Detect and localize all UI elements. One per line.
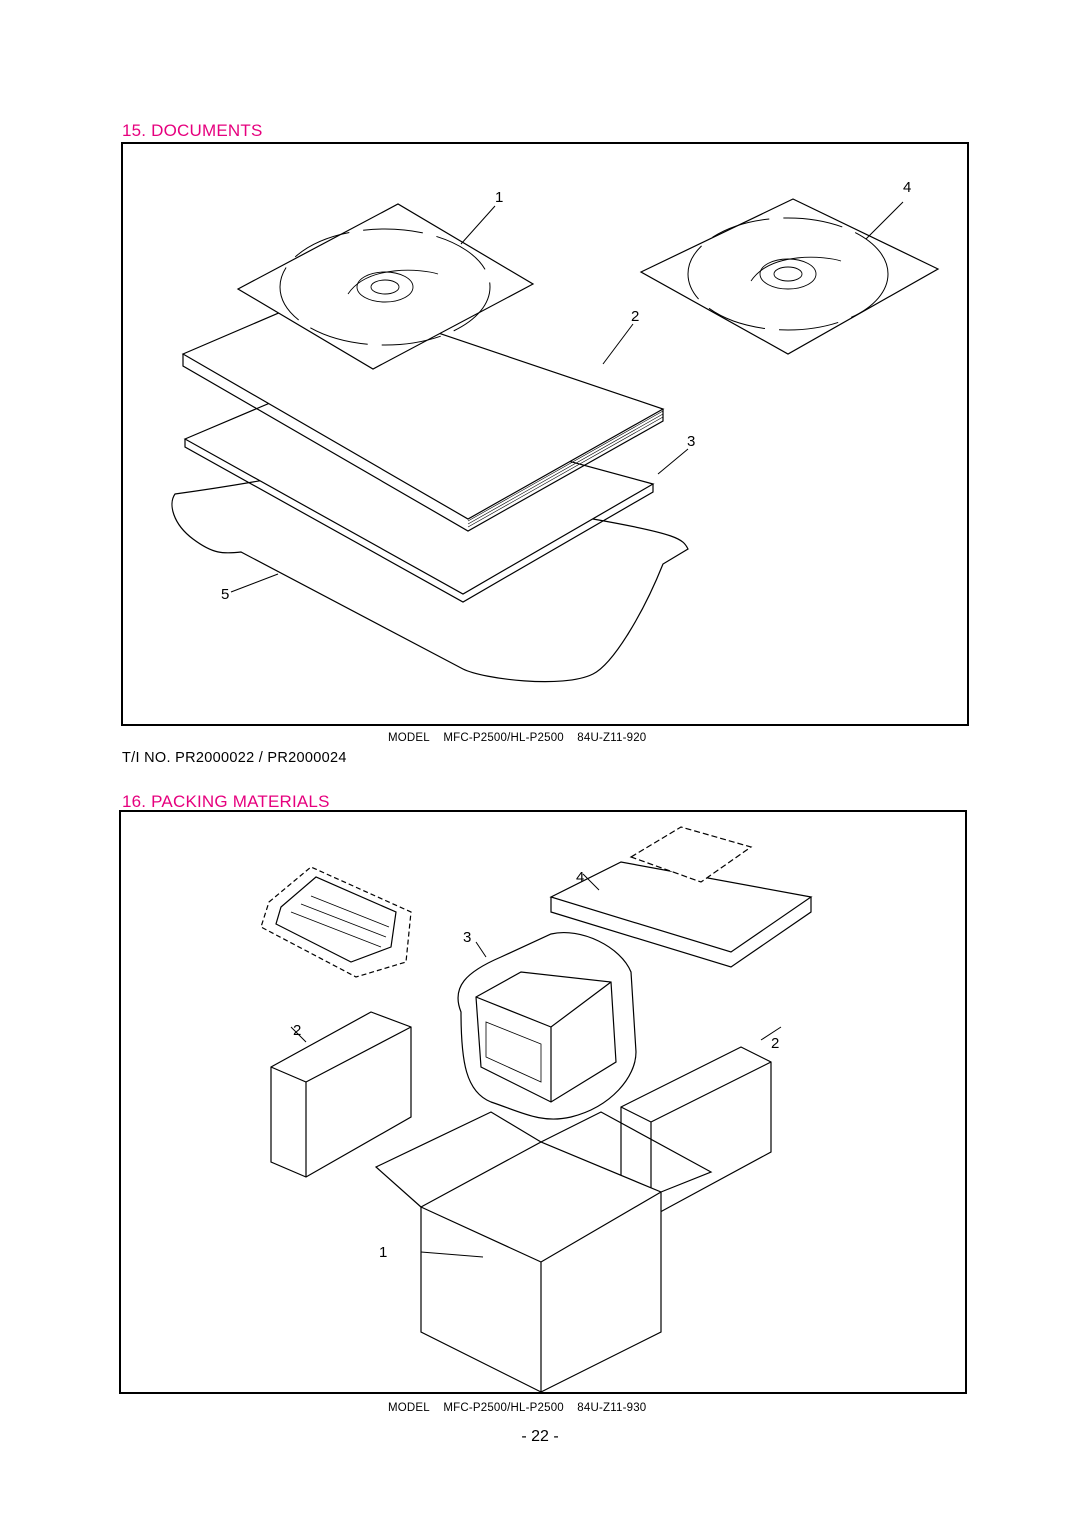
callout-4: 4 xyxy=(576,869,584,886)
ti-number: T/I NO. PR2000022 / PR2000024 xyxy=(122,750,347,766)
callout-3: 3 xyxy=(687,433,695,450)
model-label: MODEL xyxy=(388,732,430,744)
callout-4: 4 xyxy=(903,179,911,196)
model-name: MFC-P2500/HL-P2500 xyxy=(443,1402,564,1414)
callout-5: 5 xyxy=(221,586,229,603)
packing-figure-frame: 1 2 2 3 4 xyxy=(119,810,967,1394)
callout-2: 2 xyxy=(631,308,639,325)
callout-1: 1 xyxy=(379,1244,387,1261)
callout-3: 3 xyxy=(463,929,471,946)
drawing-code: 84U-Z11-930 xyxy=(577,1402,647,1414)
documents-exploded-illustration: 1 2 3 4 5 xyxy=(171,179,940,683)
documents-heading: 15. DOCUMENTS xyxy=(122,121,263,140)
document-pack xyxy=(629,826,753,883)
documents-model-caption: MODEL MFC-P2500/HL-P2500 84U-Z11-920 xyxy=(388,732,656,744)
packing-heading: 16. PACKING MATERIALS xyxy=(122,792,330,811)
callout-2-left: 2 xyxy=(293,1022,301,1039)
page-number: - 22 - xyxy=(521,1428,559,1445)
foam-cushion-left xyxy=(270,1011,412,1178)
documents-figure-frame: 1 2 3 4 5 xyxy=(121,142,969,726)
callout-1: 1 xyxy=(495,189,503,206)
cd-sleeve-4 xyxy=(639,198,940,355)
model-name: MFC-P2500/HL-P2500 xyxy=(443,732,564,744)
callout-2-right: 2 xyxy=(771,1035,779,1052)
packing-model-caption: MODEL MFC-P2500/HL-P2500 84U-Z11-930 xyxy=(388,1402,656,1414)
drawing-code: 84U-Z11-920 xyxy=(577,732,647,744)
packing-exploded-illustration: 1 2 2 3 4 xyxy=(260,826,813,1393)
model-label: MODEL xyxy=(388,1402,430,1414)
